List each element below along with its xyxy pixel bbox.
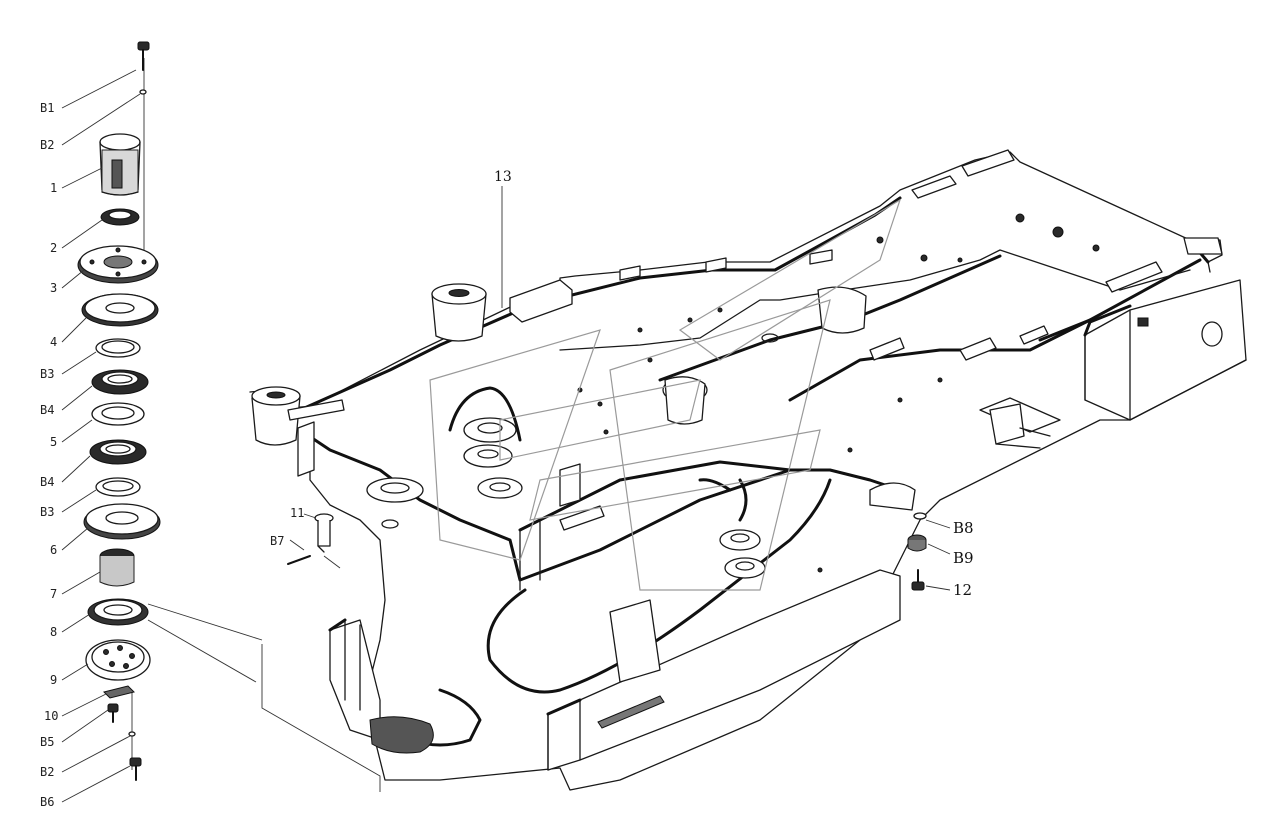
callout-4: 4 xyxy=(50,335,58,349)
part-11-pin xyxy=(314,513,334,553)
frame-lower-fork xyxy=(328,618,434,754)
callout-12: 12 xyxy=(953,581,973,599)
callout-3: 3 xyxy=(50,281,58,295)
leader-lines-left xyxy=(61,69,141,803)
part-b3-ring-lower xyxy=(95,477,141,497)
part-7-sleeve xyxy=(99,548,135,587)
callout-13: 13 xyxy=(494,169,512,185)
part-b9-nut xyxy=(907,534,927,552)
callout-10: 10 xyxy=(44,709,59,723)
chassis-frame xyxy=(249,149,1247,791)
callout-b4-upper: B4 xyxy=(40,403,55,417)
part-b3-ring-upper xyxy=(95,338,141,358)
part-b7-bolt xyxy=(287,555,311,565)
callout-b5: B5 xyxy=(40,735,55,749)
part-3-flange xyxy=(77,245,159,284)
callout-b9: B9 xyxy=(953,549,974,567)
mid-left-parts xyxy=(287,513,341,569)
callout-b2-lower: B2 xyxy=(40,765,55,779)
part-b8-washer xyxy=(913,512,927,520)
callout-b2-upper: B2 xyxy=(40,138,55,152)
part-b1-bolt xyxy=(137,41,150,71)
exploded-parts-stack xyxy=(61,41,381,803)
frame-shaft-stub xyxy=(989,403,1051,449)
part-10-lock-tab xyxy=(103,685,135,699)
callout-7: 7 xyxy=(50,587,58,601)
frame-post-center xyxy=(431,283,487,342)
callout-5: 5 xyxy=(50,435,58,449)
callout-b3-upper: B3 xyxy=(40,367,55,381)
frame-post-left xyxy=(251,386,345,446)
part-b2-washer-lower xyxy=(128,731,136,737)
right-parts xyxy=(907,512,951,591)
callout-2: 2 xyxy=(50,241,58,255)
callout-6: 6 xyxy=(50,543,58,557)
part-12-bolt xyxy=(911,569,925,591)
callout-b4-lower: B4 xyxy=(40,475,55,489)
part-b4-bearing-lower xyxy=(89,439,147,465)
part-6-flange xyxy=(83,503,161,540)
frame-holes xyxy=(381,213,1100,573)
frame-post-mid xyxy=(664,286,867,425)
callout-11: 11 xyxy=(290,506,305,520)
part-b4-bearing-upper xyxy=(91,369,149,395)
watermark-logo xyxy=(429,198,902,591)
callout-b7: B7 xyxy=(270,534,285,548)
part-b6-bolt xyxy=(129,757,142,781)
part-9-end-plate xyxy=(85,639,151,681)
callout-1: 1 xyxy=(50,181,58,195)
part-2-ring xyxy=(100,208,140,226)
frame-lower-beam xyxy=(546,569,901,771)
part-b5-bolt xyxy=(107,703,119,723)
frame-right-box xyxy=(1083,279,1247,421)
callout-b8: B8 xyxy=(953,519,974,537)
part-5-ring xyxy=(91,402,145,426)
callout-b6: B6 xyxy=(40,795,55,809)
part-1-bushing xyxy=(99,133,141,196)
part-b2-washer xyxy=(139,89,147,95)
callout-b1: B1 xyxy=(40,101,55,115)
callout-b3-lower: B3 xyxy=(40,505,55,519)
part-8-ring xyxy=(87,598,149,626)
frame-brackets xyxy=(297,149,1223,683)
part-4-ring xyxy=(81,293,159,327)
callout-8: 8 xyxy=(50,625,58,639)
callout-9: 9 xyxy=(50,673,58,687)
